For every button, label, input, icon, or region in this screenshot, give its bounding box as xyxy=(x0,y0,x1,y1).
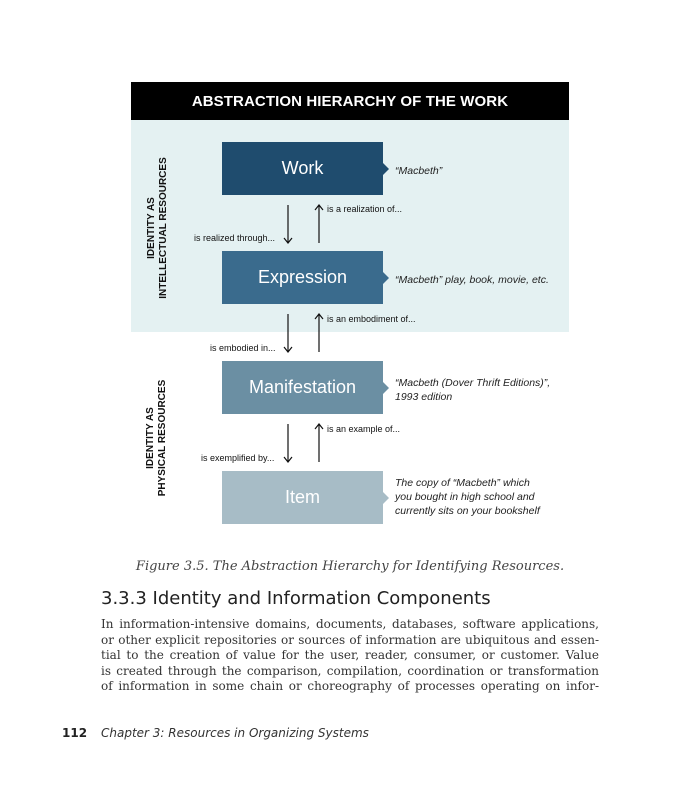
section-heading: 3.3.3 Identity and Information Component… xyxy=(101,588,491,609)
relation-down-label: is realized through... xyxy=(194,233,276,243)
down-arrow-icon xyxy=(283,205,293,244)
level-name-manifestation: Manifestation xyxy=(248,377,357,397)
paragraph-line: is created through the comparison, compi… xyxy=(101,663,599,678)
abstraction-hierarchy-figure: ABSTRACTION HIERARCHY OF THE WORK IDENTI… xyxy=(131,82,569,530)
down-arrow-icon xyxy=(283,424,293,463)
description-work: “Macbeth” xyxy=(395,164,442,178)
paragraph-line: or other explicit repositories or source… xyxy=(101,632,599,647)
level-box-expression: Expression xyxy=(222,251,389,304)
description-line: “Macbeth (Dover Thrift Editions)”, xyxy=(395,377,551,389)
physical-group-label: IDENTITY AS PHYSICAL RESOURCES xyxy=(145,368,171,508)
figure-caption: Figure 3.5. The Abstraction Hierarchy fo… xyxy=(135,559,565,574)
body-paragraph: In information-intensive domains, docume… xyxy=(101,617,599,695)
up-arrow-icon xyxy=(314,204,324,243)
level-name-work: Work xyxy=(281,158,324,178)
intellectual-group-label: IDENTITY AS INTELLECTUAL RESOURCES xyxy=(146,148,172,308)
description-line: The copy of “Macbeth” which xyxy=(395,477,530,489)
running-footer: Chapter 3: Resources in Organizing Syste… xyxy=(101,726,369,740)
level-name-expression: Expression xyxy=(257,267,348,287)
paragraph-line: of information in some chain or choreogr… xyxy=(101,679,599,693)
paragraph-line: In information-intensive domains, docume… xyxy=(101,617,599,631)
description-manifestation: “Macbeth (Dover Thrift Editions)”, 1993 … xyxy=(395,376,565,404)
level-name-item: Item xyxy=(284,487,320,507)
up-arrow-icon xyxy=(314,313,324,352)
paragraph-line: tial to the creation of value for the us… xyxy=(101,648,599,662)
physical-label-line-2: PHYSICAL RESOURCES xyxy=(157,379,168,497)
relation-down-label: is embodied in... xyxy=(210,343,276,353)
relation-up-label: is an example of... xyxy=(327,424,401,434)
description-line: you bought in high school and xyxy=(395,491,535,503)
level-box-item: Item xyxy=(222,471,389,524)
description-line: “Macbeth” play, book, movie, etc. xyxy=(395,274,549,286)
intellectual-label-line-1: IDENTITY AS xyxy=(146,197,157,259)
description-line: currently sits on your bookshelf xyxy=(395,505,540,517)
pointer-tip xyxy=(383,491,389,504)
relation-down-label: is exemplified by... xyxy=(201,453,275,463)
pointer-tip xyxy=(383,381,389,394)
pointer-tip xyxy=(383,271,389,284)
figure-title: ABSTRACTION HIERARCHY OF THE WORK xyxy=(131,82,569,120)
description-expression: “Macbeth” play, book, movie, etc. xyxy=(395,273,549,287)
intellectual-label-line-2: INTELLECTUAL RESOURCES xyxy=(158,157,169,299)
pointer-tip xyxy=(383,162,389,175)
level-box-manifestation: Manifestation xyxy=(222,361,389,414)
down-arrow-icon xyxy=(283,314,293,353)
description-item: The copy of “Macbeth” which you bought i… xyxy=(395,476,565,518)
description-line: 1993 edition xyxy=(395,391,453,403)
page-number: 112 xyxy=(62,726,88,740)
relation-up-label: is an embodiment of... xyxy=(327,314,416,324)
level-box-work: Work xyxy=(222,142,389,195)
physical-label-line-1: IDENTITY AS xyxy=(145,407,156,469)
description-line: “Macbeth” xyxy=(395,165,443,177)
relation-up-label: is a realization of... xyxy=(327,204,403,214)
up-arrow-icon xyxy=(314,423,324,462)
